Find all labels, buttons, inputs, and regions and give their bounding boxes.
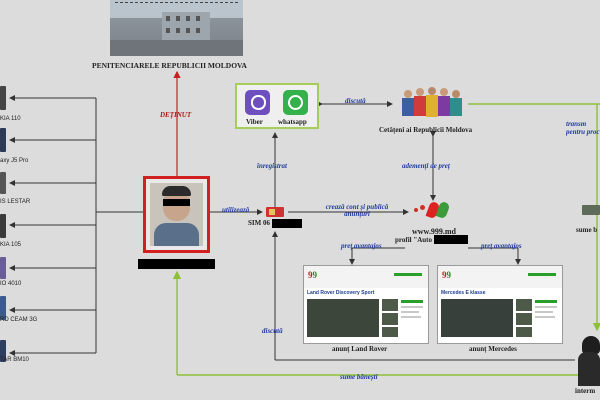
ad-thumb bbox=[516, 327, 532, 337]
pret-avantajos-left-label: preț avantajos bbox=[341, 242, 382, 250]
creaza-cont-label: crează cont și publică anunțuri bbox=[325, 203, 389, 218]
phone-icon bbox=[0, 128, 6, 152]
ad-main-photo bbox=[441, 299, 513, 337]
phone-icon bbox=[0, 257, 6, 279]
detinut-label: DEȚINUT bbox=[160, 111, 192, 119]
ad-logo: 99 bbox=[308, 270, 317, 280]
whatsapp-label: whatsapp bbox=[278, 118, 307, 126]
sim-label: SIM 06 bbox=[248, 219, 270, 227]
ad-thumb bbox=[382, 299, 398, 311]
discuta-bottom-label: discută bbox=[262, 327, 283, 335]
ad-thumb bbox=[516, 299, 532, 311]
sume-banesti-label: sume bănești bbox=[340, 373, 378, 381]
whatsapp-icon[interactable] bbox=[283, 90, 308, 115]
sim-number-redacted bbox=[272, 219, 302, 228]
ad-title: Mercedes E klasse bbox=[441, 290, 486, 296]
site-url: www.999.md bbox=[412, 227, 457, 236]
phone-label: IS LESTAR bbox=[0, 199, 31, 205]
citizens-label: Cetățeni ai Republicii Moldova bbox=[379, 126, 473, 134]
intermediary-figure bbox=[578, 336, 600, 386]
citizens-group-image bbox=[398, 86, 466, 122]
apps-box: Viber whatsapp bbox=[235, 83, 319, 129]
site-profile: profil "Auto bbox=[395, 236, 433, 244]
viber-label: Viber bbox=[246, 118, 263, 126]
inregistrat-label: înregistrat bbox=[257, 162, 287, 170]
ad-header: 99 bbox=[304, 266, 428, 288]
phone-label: KIA 105 bbox=[0, 242, 22, 248]
prison-photo bbox=[110, 0, 243, 56]
phone-icon bbox=[0, 86, 6, 110]
sim-card-icon bbox=[266, 207, 284, 217]
phone-icon bbox=[0, 172, 6, 194]
phone-label: RD CEAM 3G bbox=[0, 317, 38, 323]
utilizeaza-label: utilizează bbox=[222, 206, 250, 214]
ad-main-photo bbox=[307, 299, 379, 337]
ad-thumb bbox=[382, 313, 398, 325]
ad-title: Land Rover Discovery Sport bbox=[307, 290, 375, 296]
prisoner-photo-frame bbox=[143, 176, 210, 253]
phone-label: axy J5 Pro bbox=[0, 158, 29, 164]
ad-land-rover-screenshot[interactable]: 99 Land Rover Discovery Sport bbox=[303, 265, 429, 344]
prison-title: PENITENCIARELE REPUBLICII MOLDOVA bbox=[92, 61, 247, 70]
ad-mercedes-screenshot[interactable]: 99 Mercedes E klasse bbox=[437, 265, 563, 344]
phones-connector bbox=[9, 95, 143, 356]
phone-label: TAR BM10 bbox=[0, 357, 29, 363]
adementi-label: ademenți de preț bbox=[402, 162, 450, 170]
profile-name-redacted bbox=[434, 235, 468, 244]
money-stack-icon bbox=[582, 205, 600, 215]
intermediary-label: interm bbox=[575, 387, 596, 395]
site-999-logo bbox=[412, 200, 452, 224]
phone-label: KIA 110 bbox=[0, 116, 21, 122]
viber-icon[interactable] bbox=[245, 90, 270, 115]
pret-avantajos-right-label: preț avantajos bbox=[481, 242, 522, 250]
prisoner-name-redacted bbox=[138, 259, 215, 269]
phone-icon bbox=[0, 340, 6, 362]
sums-label: sume b bbox=[576, 226, 598, 234]
ad-header: 99 bbox=[438, 266, 562, 288]
prisoner-photo bbox=[150, 183, 203, 246]
ad-thumb bbox=[382, 327, 398, 337]
ad-thumb bbox=[516, 313, 532, 325]
phone-label: IO 4010 bbox=[0, 281, 22, 287]
phone-icon bbox=[0, 296, 6, 320]
ad-mercedes-caption: anunț Mercedes bbox=[469, 345, 517, 353]
phone-icon bbox=[0, 214, 6, 238]
ad-land-rover-caption: anunț Land Rover bbox=[332, 345, 388, 353]
discuta-top-label: discută bbox=[345, 97, 366, 105]
ad-logo: 99 bbox=[442, 270, 451, 280]
transmit-label: transm pentru proc bbox=[566, 120, 600, 136]
